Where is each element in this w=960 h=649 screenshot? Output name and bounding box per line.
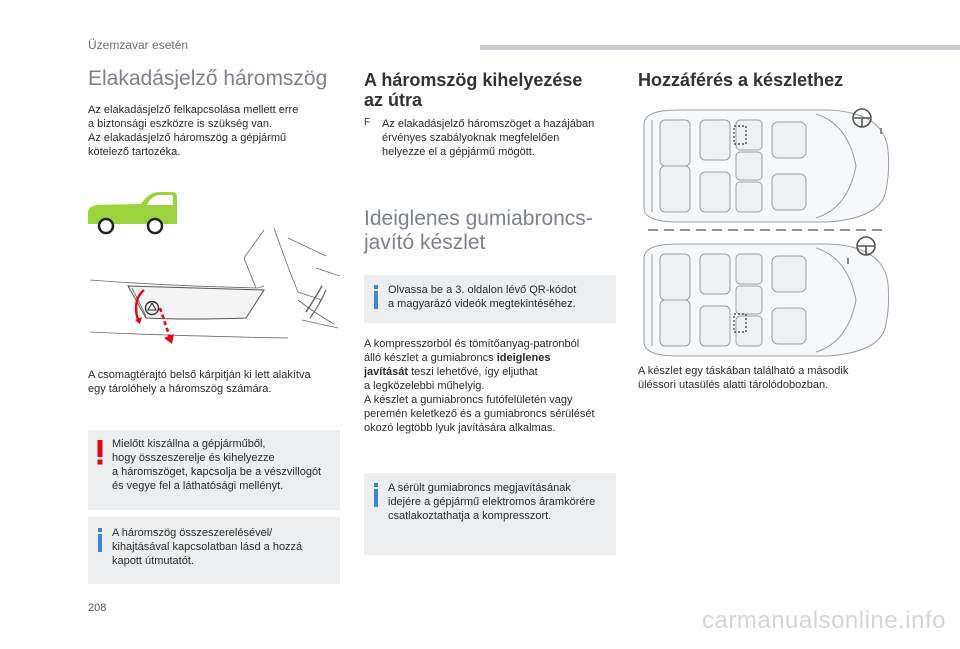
text-line: helyezze el a gépjármű mögött. [382,146,535,158]
title-line: az útra [364,90,423,110]
bullet-marker-icon: F [364,117,371,128]
text-line: a biztonsági eszközre is szükség van. [88,118,273,130]
triangle-title: Elakadásjelző háromszög [88,67,328,90]
header-bar [480,45,960,50]
text-span: álló készlet a gumiabroncs [364,352,497,364]
info-i-icon [98,528,102,552]
car-top-view-diagram [643,108,890,357]
text-line: álló készlet a gumiabroncs ideiglenes [364,351,616,365]
bold-span: ideiglenes [496,352,551,364]
text-span: teszi lehetővé, így eljuthat [408,366,538,378]
text-line: érvényes szabályoknak megfelelően [382,132,560,144]
text-line: okozó legtöbb lyuk javítására alkalmas. [364,422,556,434]
info-i-icon [374,285,378,309]
text-line: a háromszöget, kapcsolja be a vészvillog… [112,466,322,478]
repair-kit-body: A kompresszorból és tömítőanyag-patronbó… [364,337,616,435]
placement-bullet: F Az elakadásjelző háromszöget a hazájáb… [364,117,616,159]
info-note-triangle: A háromszög összeszerelésével/ kihajtásá… [88,517,340,584]
text-line: A sérült gumiabroncs megjavításának [388,482,571,494]
text-line: Az elakadásjelző háromszöget a hazájában [382,118,595,130]
text-line: egy tárolóhely a háromszög számára. [88,383,272,395]
trunk-caption: A csomagtérajtó belső kárpitján ki lett … [88,368,311,396]
text-line: Az elakadásjelző felkapcsolása mellett e… [88,104,299,116]
text-line: Mielőtt kiszállna a gépjárműből, [112,438,266,450]
info-note-compressor: A sérült gumiabroncs megjavításának idej… [364,473,616,555]
triangle-intro: Az elakadásjelző felkapcsolása mellett e… [88,103,298,159]
car-top-view-lhd [643,243,890,357]
text-line: A készlet egy táskában található a másod… [638,365,849,377]
title-line: Ideiglenes gumiabroncs- [364,207,593,230]
text-line: A háromszög összeszerelésével/ [112,527,273,539]
text-line: kötelező tartozéka. [88,146,181,158]
text-line: a legközelebbi műhelyig. [364,380,485,392]
info-i-icon [374,483,378,507]
text-line: üléssori utasülés alatti tárolódobozban. [638,379,829,391]
repair-kit-title: Ideiglenes gumiabroncs- javító készlet [364,207,624,255]
access-title: Hozzáférés a készlethez [638,70,844,90]
text-line: csatlakoztathatja a kompresszort. [388,510,552,522]
bold-span: javítását [364,366,409,378]
kit-location-marker [733,313,747,333]
text-line: peremén keletkező és a gumiabroncs sérül… [364,408,595,420]
page-number: 208 [88,602,107,614]
access-caption: A készlet egy táskában található a másod… [638,364,890,392]
text-line: A kompresszorból és tömítőanyag-patronbó… [364,338,580,350]
text-line: Az elakadásjelző háromszög a gépjármű [88,132,287,144]
warning-note: Mielőtt kiszállna a gépjárműből, hogy ös… [88,430,340,510]
text-line: A készlet a gumiabroncs futófelületén va… [364,394,573,406]
title-line: A háromszög kihelyezése [364,70,583,90]
info-note-qr: Olvassa be a 3. oldalon lévő QR-kódot a … [364,275,616,323]
title-line: javító készlet [364,231,486,254]
text-line: A csomagtérajtó belső kárpitján ki lett … [88,369,311,381]
text-line: idejére a gépjármű elektromos áramkörére [388,496,596,508]
text-line: javítását teszi lehetővé, így eljuthat [364,365,616,379]
car-top-view-rhd [643,109,890,223]
text-line: hogy összeszerelje és kihelyezze [112,452,275,464]
warning-exclamation-icon [97,440,103,465]
text-line: és vegye fel a láthatósági mellényt. [112,480,284,492]
watermark: carmanualsonline.info [702,607,946,634]
text-line: kihajtásával kapcsolatban lásd a hozzá [112,541,303,553]
header-section-title: Üzemzavar esetén [88,38,189,52]
trunk-interior-illustration [89,228,340,344]
placement-title: A háromszög kihelyezése az útra [364,70,624,110]
kit-location-marker [733,125,747,145]
car-side-icon [88,192,177,235]
text-line: Olvassa be a 3. oldalon lévő QR-kódot [388,284,577,296]
text-line: a magyarázó videók megtekintéséhez. [388,298,576,310]
text-line: kapott útmutatót. [112,555,194,567]
